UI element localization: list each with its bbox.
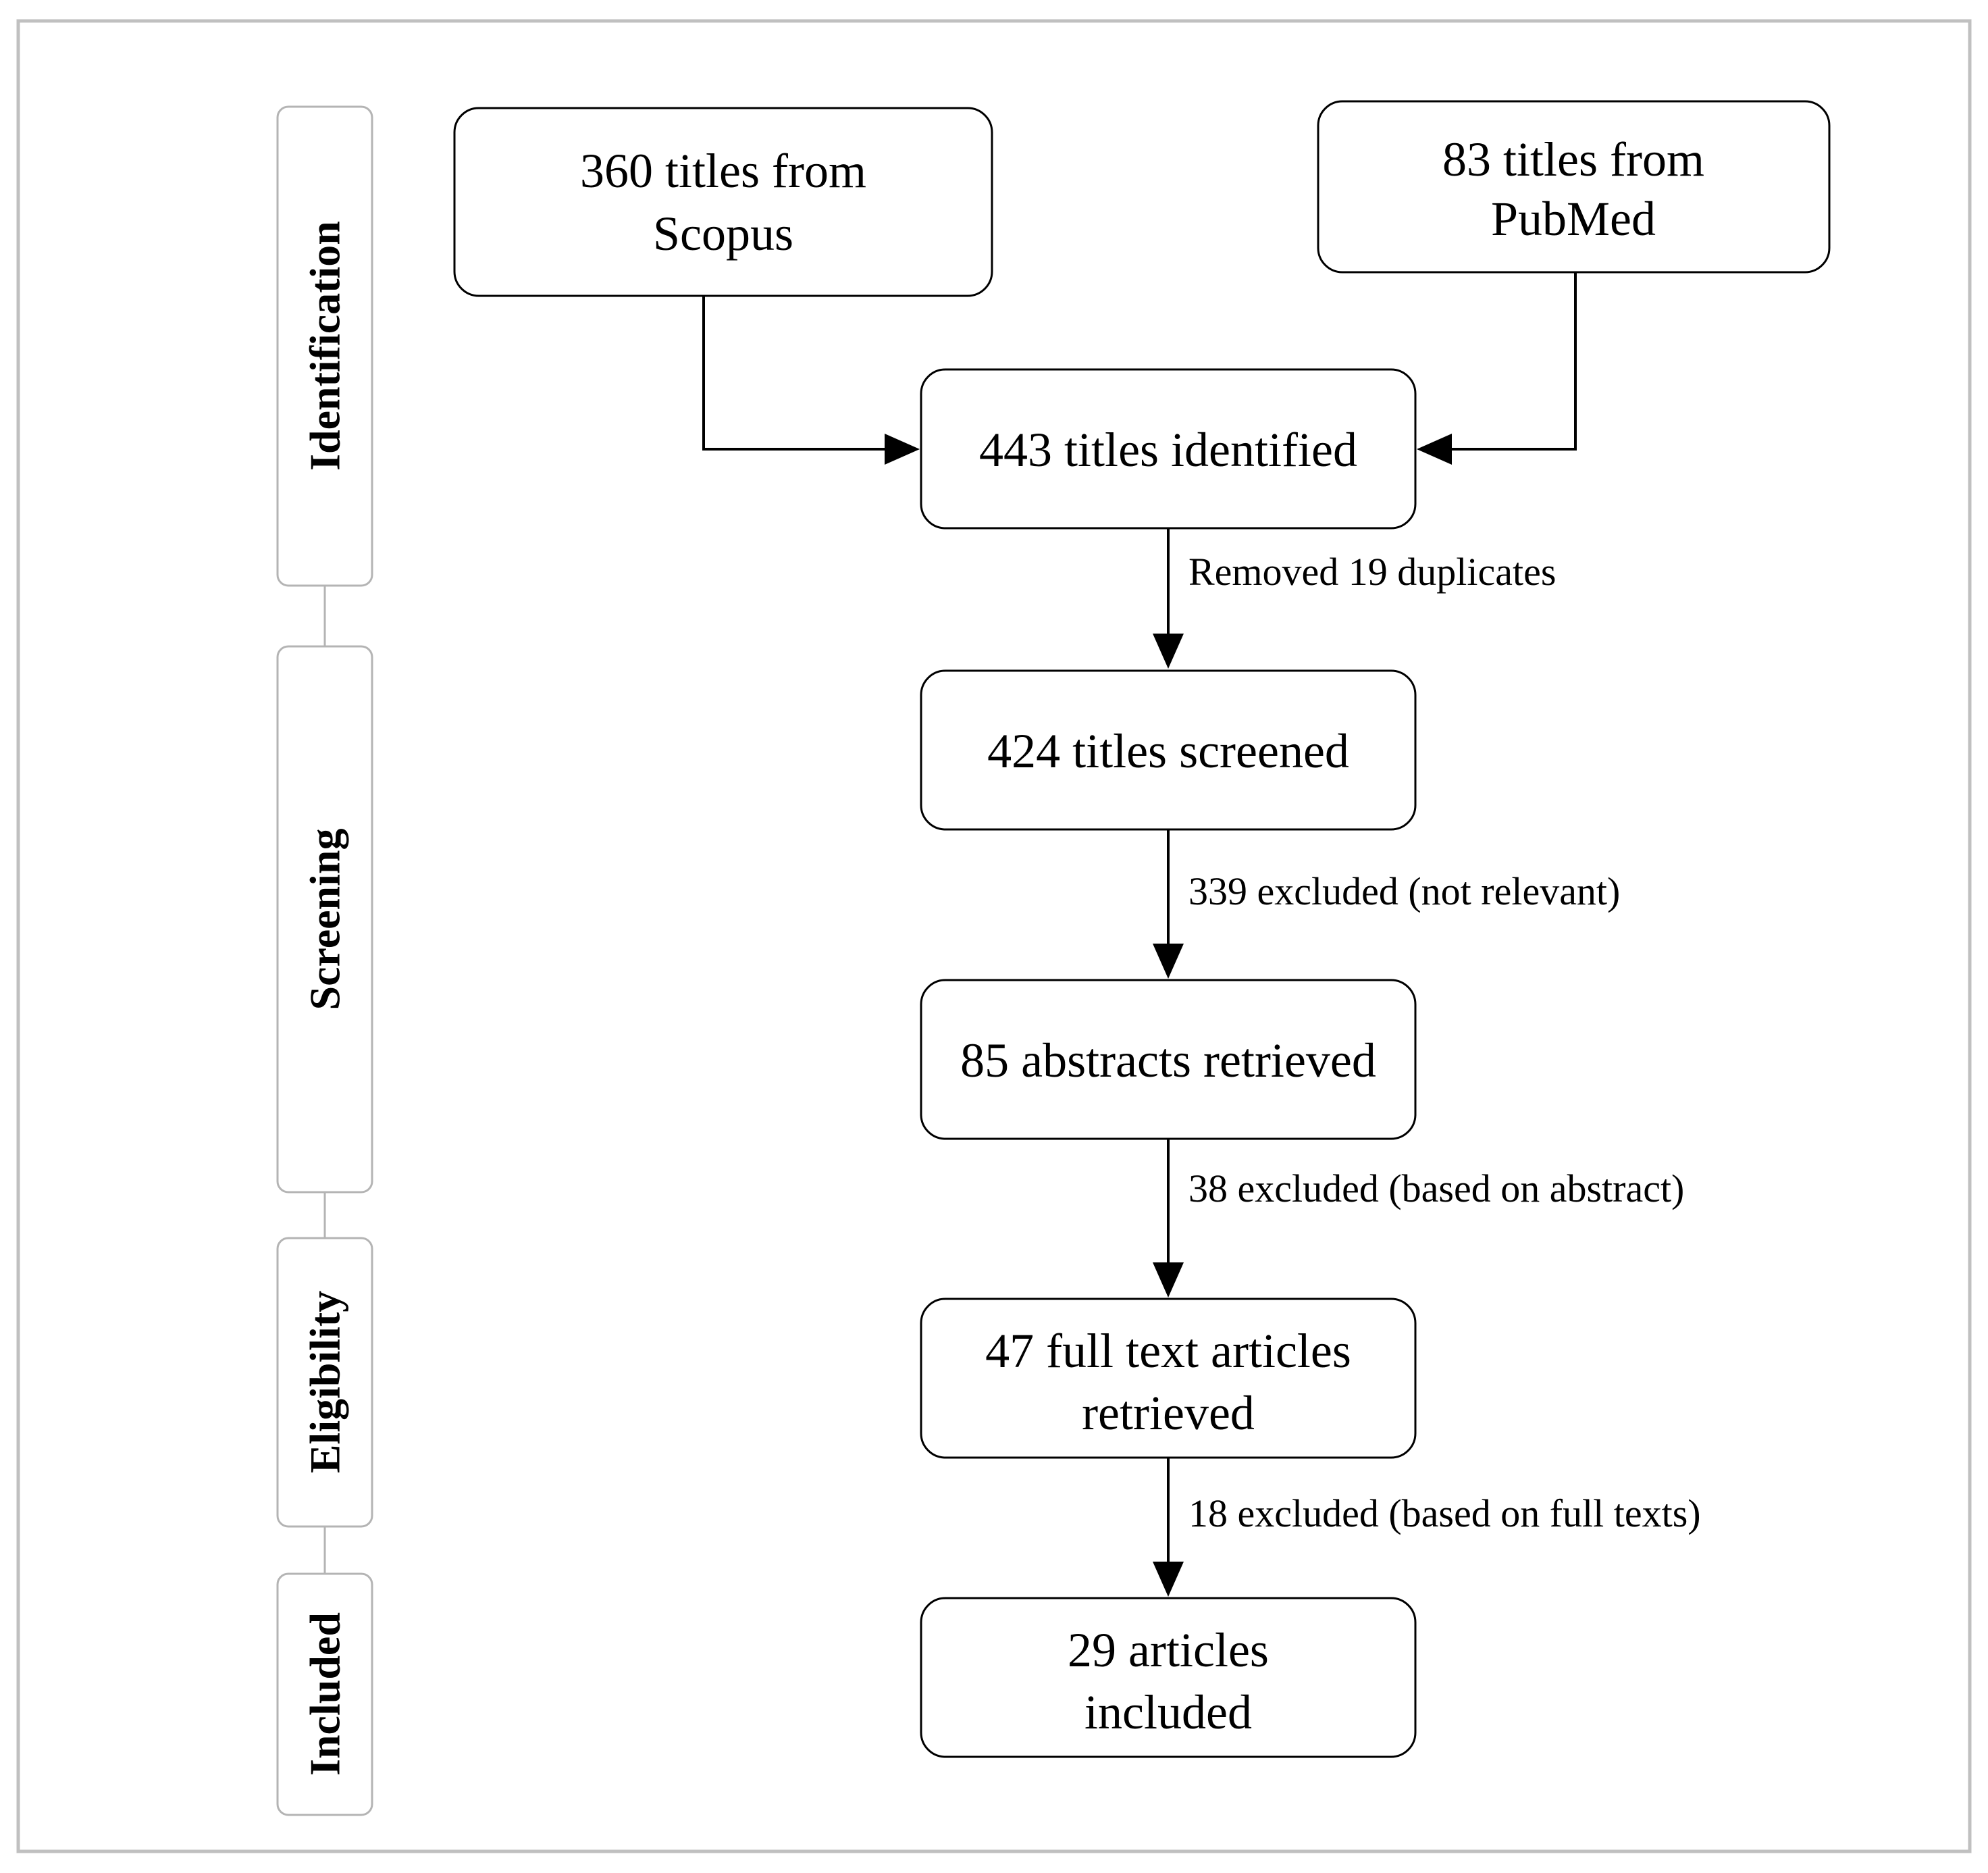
arrowhead <box>1153 634 1184 669</box>
arrowhead <box>1417 434 1452 465</box>
phase-column: Identification Screening Eligibility Inc… <box>276 105 373 1816</box>
box-abstracts: 85 abstracts retrieved <box>920 979 1417 1140</box>
phase-eligibility-label: Eligibility <box>301 1291 349 1473</box>
box-scopus: 360 titles from Scopus <box>453 107 993 297</box>
edge-label-abstract: 38 excluded (based on abstract) <box>1188 1166 1684 1210</box>
phase-included-label: Included <box>301 1612 349 1776</box>
box-fulltext: 47 full text articles retrieved <box>920 1298 1417 1459</box>
box-fulltext-line-1: 47 full text articles <box>985 1324 1351 1378</box>
edge-label-full-texts: 18 excluded (based on full texts) <box>1188 1491 1701 1535</box>
box-screened-line-1: 424 titles screened <box>987 724 1349 778</box>
pubmed-to-identified-line <box>1449 272 1577 451</box>
box-scopus-line-2: Scopus <box>653 207 793 261</box>
phase-screening-box <box>276 645 373 1194</box>
box-abstracts-line-1: 85 abstracts retrieved <box>960 1033 1376 1087</box>
connectors <box>702 272 1577 1597</box>
box-screened: 424 titles screened <box>920 669 1417 831</box>
box-scopus-line-1: 360 titles from <box>580 144 866 198</box>
box-pubmed: 83 titles from PubMed <box>1317 100 1831 274</box>
arrowhead <box>1153 1562 1184 1597</box>
box-identified: 443 titles identified <box>920 368 1417 530</box>
scopus-to-identified-line <box>702 277 886 451</box>
phase-eligibility-box <box>276 1237 373 1528</box>
phase-identification-label: Identification <box>301 221 349 471</box>
arrowhead <box>1153 1262 1184 1298</box>
edge-label-duplicates: Removed 19 duplicates <box>1188 550 1556 594</box>
box-pubmed-line-2: PubMed <box>1491 192 1656 246</box>
box-pubmed-line-1: 83 titles from <box>1442 132 1704 186</box>
box-included-line-1: 29 articles <box>1068 1623 1269 1677</box>
box-included-line-2: included <box>1084 1685 1252 1739</box>
phase-identification-box <box>276 105 373 587</box>
edge-label-not-relevant: 339 excluded (not relevant) <box>1188 869 1620 913</box>
phase-included-box <box>276 1572 373 1816</box>
box-identified-line-1: 443 titles identified <box>979 423 1357 477</box>
phase-screening-label: Screening <box>301 828 349 1010</box>
arrowhead <box>1153 944 1184 979</box>
box-fulltext-line-2: retrieved <box>1082 1386 1255 1440</box>
arrowhead <box>885 434 920 465</box>
box-included: 29 articles included <box>920 1597 1417 1758</box>
